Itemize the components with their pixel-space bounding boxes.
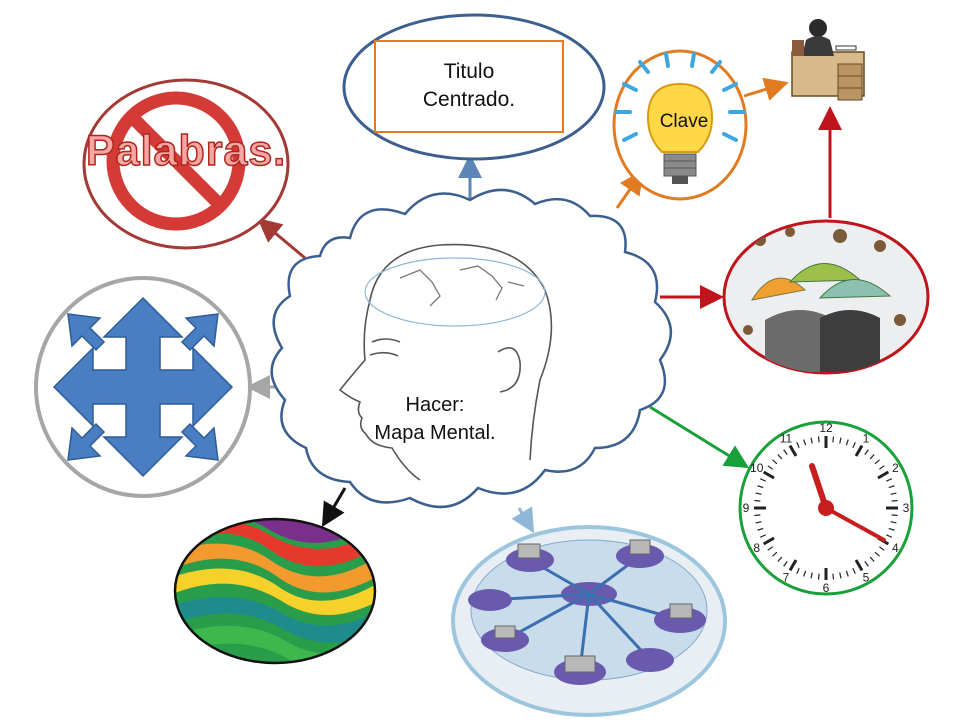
clock-number: 2 — [892, 461, 899, 475]
connector-grid — [519, 508, 531, 528]
connector-clock — [650, 407, 744, 465]
clock-number: 4 — [892, 541, 899, 555]
clock-number: 11 — [780, 432, 793, 446]
title-node-text: Titulo Centrado. — [375, 58, 563, 114]
clock-number: 9 — [743, 501, 750, 515]
title-line-2: Centrado. — [375, 86, 563, 114]
connector-words — [262, 222, 305, 258]
connector-waves — [325, 488, 345, 522]
title-line-1: Titulo — [375, 58, 563, 86]
waves-node — [170, 514, 380, 675]
center-text: Hacer: Mapa Mental. — [350, 391, 520, 447]
network-grid-node — [453, 527, 725, 715]
clock-minor-tick — [818, 436, 819, 442]
key-label: Clave — [644, 110, 724, 134]
office-desk-icon — [792, 19, 864, 100]
rainbow-waves-icon — [170, 514, 380, 675]
clock-minor-tick — [833, 574, 834, 580]
clock-minor-tick — [833, 436, 834, 442]
clock-minor-tick — [892, 500, 898, 501]
connector-lightbulb-office — [744, 84, 783, 96]
four-way-arrows-icon — [54, 298, 232, 476]
clock-number: 10 — [750, 461, 764, 475]
clock-minor-tick — [754, 515, 760, 516]
words-label: Palabras. — [86, 124, 286, 178]
clock-number: 8 — [753, 541, 760, 555]
clock-number: 12 — [819, 421, 833, 435]
rain-node — [724, 221, 928, 373]
clock-number: 7 — [783, 570, 790, 584]
expand-arrows-node — [36, 278, 250, 496]
clock-number: 1 — [863, 432, 870, 446]
clock-number: 6 — [823, 581, 830, 595]
clock-minor-tick — [818, 574, 819, 580]
clock-minor-tick — [892, 515, 898, 516]
clock-number: 5 — [863, 570, 870, 584]
center-line-1: Hacer: — [350, 391, 520, 419]
central-cloud — [272, 190, 671, 507]
center-line-2: Mapa Mental. — [350, 419, 520, 447]
clock-minor-tick — [754, 500, 760, 501]
clock-number: 3 — [903, 501, 910, 515]
